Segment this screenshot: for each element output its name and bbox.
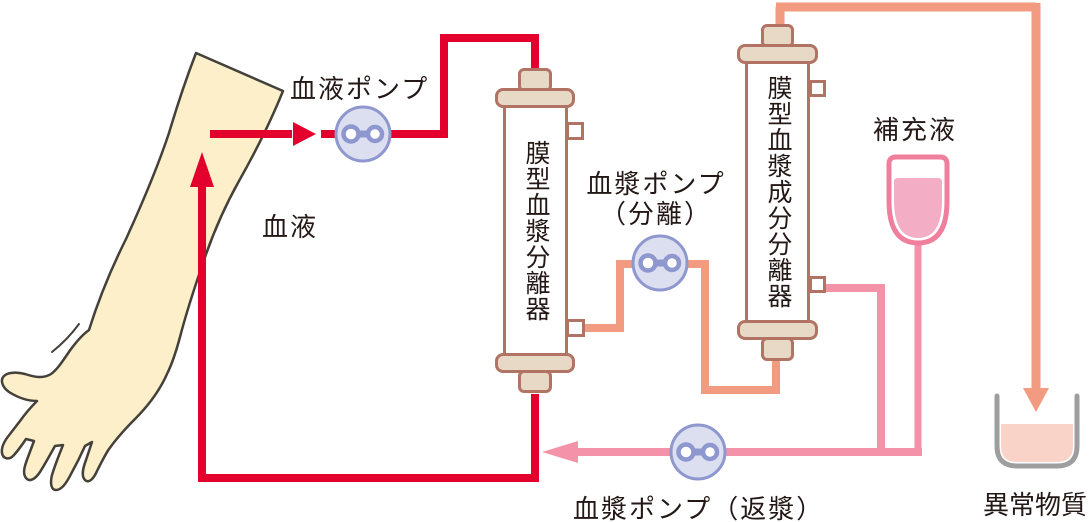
- blood-pump-icon: [334, 105, 392, 163]
- blood-return-line: [198, 186, 539, 482]
- separator1-top-port: [566, 122, 584, 140]
- separator1-body: 膜型血漿分離器: [503, 105, 568, 357]
- plasma-return-arrowhead: [542, 441, 578, 463]
- abnormal-substance-label: 異常物質: [983, 490, 1088, 520]
- waste-fluid-level: [1001, 424, 1073, 462]
- replacement-fluid-level: [894, 178, 942, 238]
- thumb-crease-line: [51, 323, 80, 353]
- blood-pump-label: 血液ポンプ: [290, 74, 430, 104]
- plasma-return-pump-icon: [669, 423, 727, 481]
- separator2-bottom-port: [809, 276, 826, 293]
- waste-arrowhead: [1023, 388, 1049, 412]
- plasma-separation-pump-label-line2: （分離）: [599, 199, 712, 229]
- separator1-bottom-cap: [518, 370, 552, 393]
- separator1-label: 膜型血漿分離器: [522, 140, 550, 322]
- plasma-separation-pump-label: 血漿ポンプ （分離）: [563, 169, 749, 229]
- separator2-top-port: [809, 80, 826, 97]
- patient-arm: [0, 51, 285, 492]
- plasma-separation-pump-label-line1: 血漿ポンプ: [586, 169, 726, 199]
- separator2-body: 膜型血漿成分分離器: [745, 61, 810, 323]
- waste-plasma-line: [775, 2, 1041, 390]
- plasma-return-pump-label: 血漿ポンプ（返漿）: [573, 494, 825, 522]
- separator2-bottom-cap: [761, 337, 794, 361]
- blood-label: 血液: [262, 212, 319, 242]
- blood-draw-arrowhead: [293, 122, 316, 146]
- replacement-fluid-label: 補充液: [873, 115, 958, 145]
- plasma-separation-pump-icon: [631, 234, 689, 292]
- plasma-return-upper-line: [826, 284, 885, 452]
- separator1-bottom-port: [566, 319, 585, 337]
- waste-beaker: [994, 393, 1080, 469]
- blood-return-arrowhead: [190, 152, 214, 187]
- separator2-label: 膜型血漿成分分離器: [764, 75, 792, 309]
